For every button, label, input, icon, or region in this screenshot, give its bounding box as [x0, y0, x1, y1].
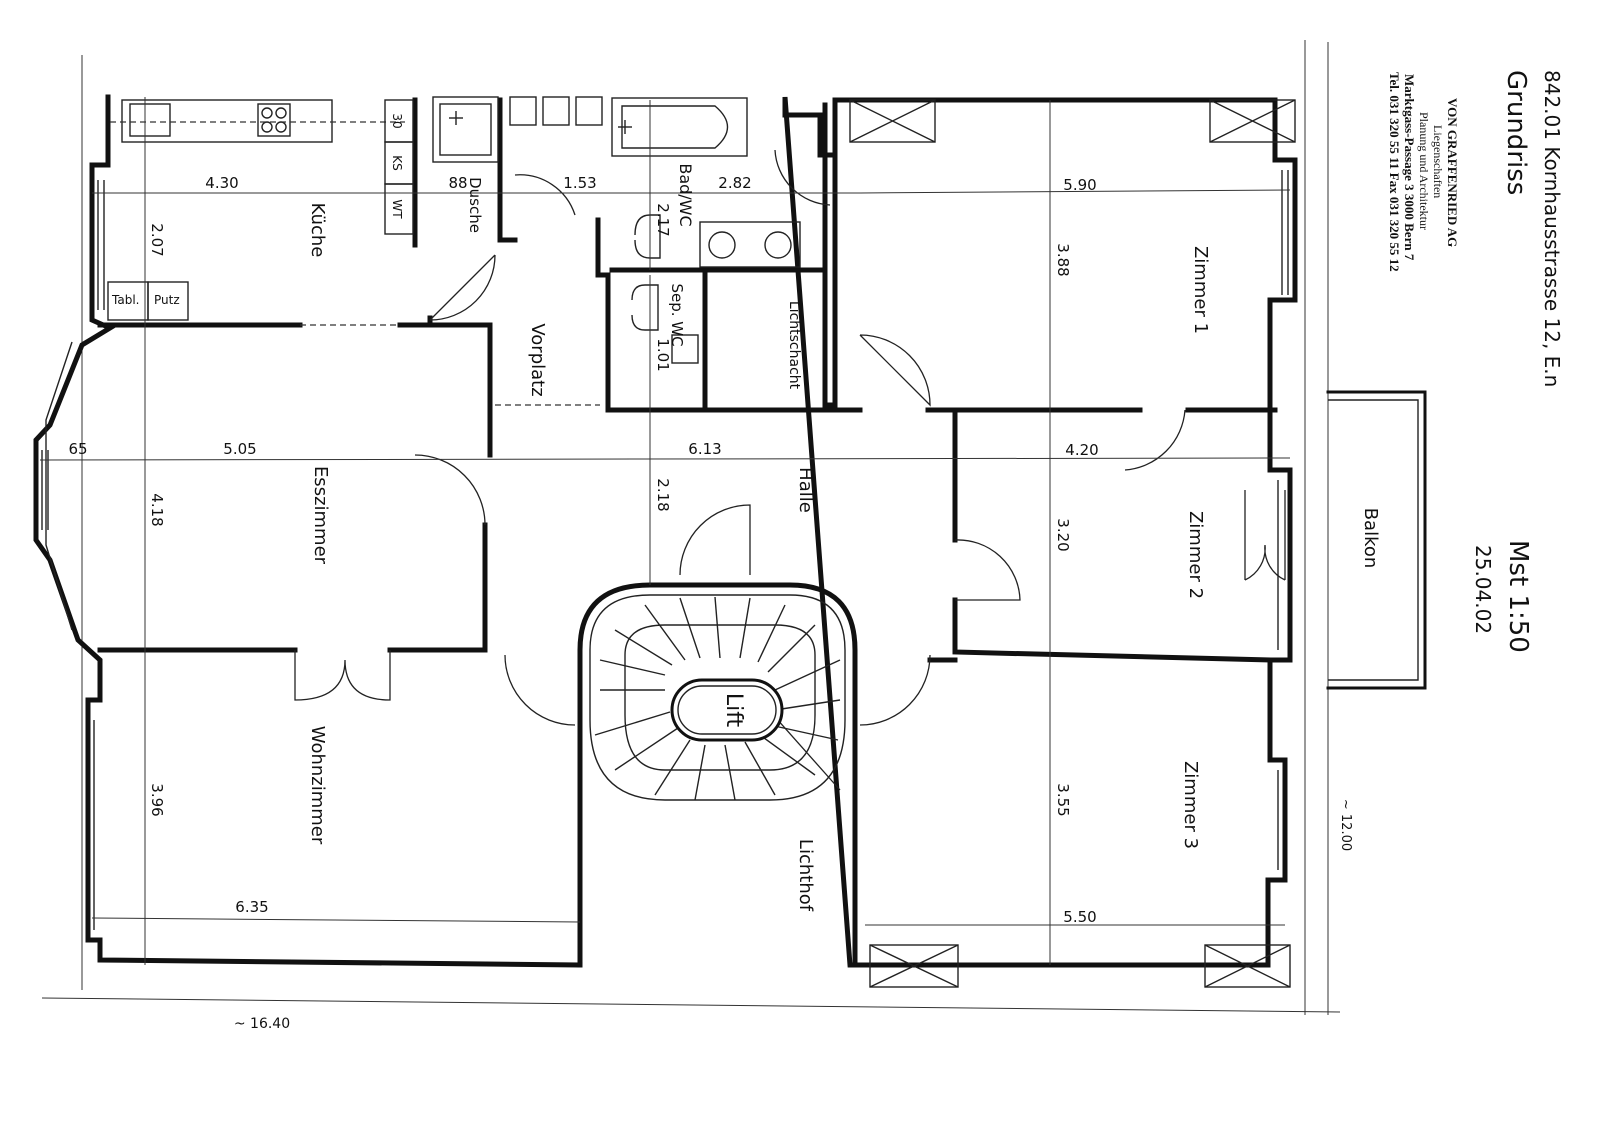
label-fixture-wt: WT: [390, 199, 404, 219]
dim-282: 2.82: [718, 174, 751, 192]
dim-218: 2.18: [654, 478, 672, 511]
storage-cabinets: [509, 96, 603, 126]
dim-1200: ~ 12.00: [1338, 799, 1353, 851]
dim-355: 3.55: [1054, 783, 1072, 816]
firm-line3: Marktgass-Passage 3 3000 Bern 7: [1402, 74, 1417, 261]
dim-88: 88: [448, 174, 467, 192]
dim-320: 3.20: [1054, 518, 1072, 551]
cooktop-icon: [257, 103, 291, 137]
door-swings: [294, 149, 1286, 726]
dim-613: 6.13: [688, 440, 721, 458]
label-balkon: Balkon: [1360, 508, 1381, 569]
dim-1640: ~ 16.40: [234, 1016, 290, 1032]
label-kueche: Küche: [307, 203, 328, 258]
dim-396: 3.96: [148, 783, 166, 816]
dim-207: 2.07: [148, 223, 166, 256]
label-halle: Halle: [795, 467, 816, 513]
firm-line4: Tel. 031 320 55 11 Fax 031 320 55 12: [1387, 72, 1402, 272]
toilet-icon: [631, 214, 699, 364]
label-vorplatz: Vorplatz: [527, 323, 548, 396]
label-fixture-30: 30: [390, 113, 404, 128]
project-ref: 842.01 Kornhausstrasse 12, E.n: [1540, 70, 1564, 387]
lift-shaft: [670, 678, 784, 742]
label-wohnzimmer: Wohnzimmer: [307, 726, 328, 845]
fixture-labels: 30 KS WT Tabl. Putz: [111, 113, 404, 307]
dim-65: 65: [68, 440, 87, 458]
shower-icon: [432, 96, 499, 163]
drawing-title: Grundriss: [1501, 70, 1531, 195]
dim-590: 5.90: [1063, 176, 1096, 194]
label-esszimmer: Esszimmer: [310, 466, 331, 565]
label-zimmer2: Zimmer 2: [1185, 511, 1206, 599]
label-dusche: Dusche: [466, 177, 484, 233]
sink-icon: [129, 103, 171, 137]
drawing-scale: Mst 1:50: [1503, 540, 1533, 653]
label-bad: Bad/WC: [676, 163, 695, 226]
label-fixture-putz: Putz: [154, 293, 180, 307]
dimension-lines: [39, 97, 1291, 965]
title-block: 842.01 Kornhausstrasse 12, E.n Grundriss…: [1387, 70, 1564, 653]
kitchen-counter: [107, 99, 414, 321]
firm-line1: Liegenschaften: [1431, 125, 1445, 198]
dim-550: 5.50: [1063, 908, 1096, 926]
dim-388: 3.88: [1054, 243, 1072, 276]
label-sepwc: Sep. WC: [668, 283, 686, 346]
interior-walls: [97, 97, 1278, 663]
label-lichthof: Lichthof: [795, 839, 816, 912]
balcony: [1326, 390, 1427, 690]
label-fixture-ks: KS: [390, 155, 404, 171]
dimension-line-overall-width: [41, 997, 1341, 1013]
dimension-labels: 4.30 2.07 88 1.53 2.82 2.17 5.90 3.88 1.…: [68, 174, 1353, 1032]
label-fixture-tabl: Tabl.: [111, 293, 139, 307]
dim-635: 6.35: [235, 898, 268, 916]
outer-wall: [33, 94, 1298, 968]
dim-153: 1.53: [563, 174, 596, 192]
label-zimmer1: Zimmer 1: [1190, 246, 1211, 334]
firm-name: VON GRAFFENRIED AG: [1445, 98, 1460, 247]
label-lift: Lift: [721, 693, 746, 728]
windows: [41, 170, 1289, 930]
label-zimmer3: Zimmer 3: [1180, 761, 1201, 849]
drawing-date: 25.04.02: [1471, 545, 1495, 634]
label-lichtschacht: Lichtschacht: [786, 301, 802, 390]
dim-217: 2.17: [654, 203, 672, 236]
room-labels: Küche Dusche Bad/WC Sep. WC Lichtschacht…: [307, 163, 1381, 911]
dim-430: 4.30: [205, 174, 238, 192]
bathtub-icon: [611, 97, 748, 157]
dim-505: 5.05: [223, 440, 256, 458]
chimney-boxes: [849, 99, 1296, 988]
firm-line2: Planung und Architektur: [1417, 112, 1431, 230]
bay-window: [45, 341, 73, 631]
dim-420: 4.20: [1065, 441, 1098, 459]
dim-101: 1.01: [654, 338, 672, 371]
dim-418: 4.18: [148, 493, 166, 526]
washbasin-icon: [699, 221, 801, 268]
